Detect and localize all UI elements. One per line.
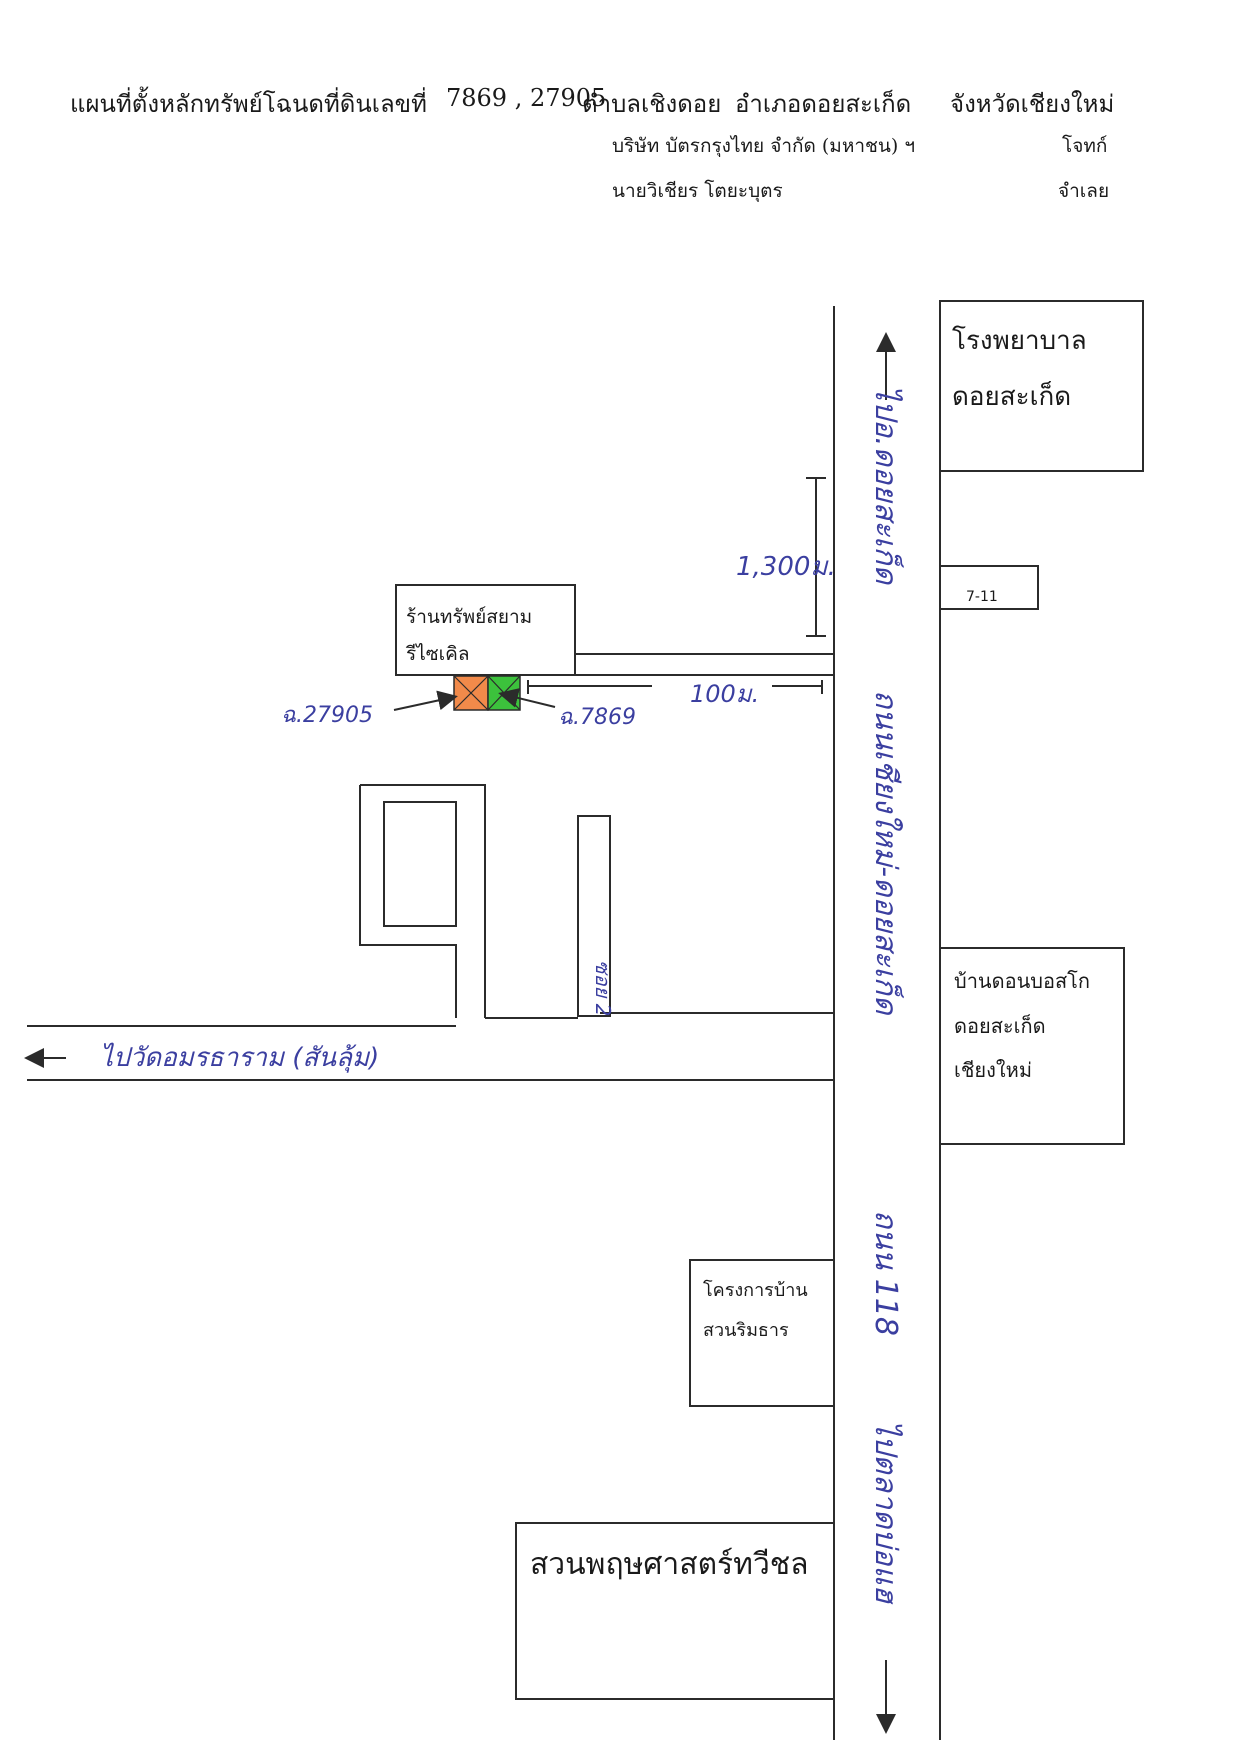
subdistrict: ตำบลเชิงดอย <box>582 90 722 118</box>
title-prefix: แผนที่ตั้งหลักทรัพย์โฉนดที่ดินเลขที่ <box>70 90 427 118</box>
district: อำเภอดอยสะเก็ด <box>735 90 912 118</box>
u-soi-outer <box>359 784 486 1018</box>
don-bosco-label-1: บ้านดอนบอสโก <box>954 969 1090 993</box>
province: จังหวัดเชียงใหม่ <box>950 90 1115 118</box>
deed-numbers: 7869 , 27905 <box>446 84 607 112</box>
to-talat-label: ไปตลาดบ่อแฮ <box>868 1420 903 1605</box>
seven-eleven-label: 7-11 <box>966 589 998 605</box>
soi-2-label: ซอย 2 <box>591 960 615 1016</box>
defendant-name: นายวิเชียร โตยะบุตร <box>612 180 783 202</box>
don-bosco-box <box>939 947 1125 1145</box>
hospital-label-2: ดอยสะเก็ด <box>952 380 1071 412</box>
deed-7869-label: ฉ.7869 <box>558 705 636 730</box>
plaintiff-role: โจทก์ <box>1062 135 1108 157</box>
deed-27905-label: ฉ.27905 <box>281 703 373 728</box>
defendant-role: จำเลย <box>1058 180 1110 202</box>
soi-2-road <box>577 815 611 1017</box>
hospital-box <box>939 300 1144 472</box>
don-bosco-label-3: เชียงใหม่ <box>954 1058 1032 1082</box>
to-district-office-label: ไปอ.ดอยสะเก็ด <box>868 385 904 586</box>
plaintiff-name: บริษัท บัตรกรุงไทย จำกัด (มหาชน) ฯ <box>612 135 916 157</box>
distance-1300-label: 1,300ม. <box>736 552 836 582</box>
project-box <box>689 1259 835 1407</box>
road-118-label: ถนน 118 <box>868 1210 903 1336</box>
botanical-garden-label: สวนพฤษศาสตร์ทวีชล <box>530 1547 809 1582</box>
u-soi-inner <box>383 801 457 927</box>
don-bosco-label-2: ดอยสะเก็ด <box>954 1013 1046 1038</box>
seven-eleven-box <box>939 565 1039 610</box>
distance-100-label: 100ม. <box>690 680 759 708</box>
map-title: แผนที่ตั้งหลักทรัพย์โฉนดที่ดินเลขที่ <box>70 84 427 123</box>
main-road-label: ถนนเชียงใหม่-ดอยสะเก็ด <box>868 690 904 1016</box>
botanical-garden-box <box>515 1522 835 1700</box>
shop-label-2: รีไซเคิล <box>405 643 469 665</box>
project-label-2: สวนริมธาร <box>703 1320 789 1341</box>
project-label-1: โครงการบ้าน <box>703 1279 808 1301</box>
to-temple-label: ไปวัดอมรธาราม (สันลุ้ม) <box>100 1042 379 1073</box>
hospital-label-1: โรงพยาบาล <box>952 325 1087 356</box>
shop-label-1: ร้านทรัพย์สยาม <box>406 606 532 628</box>
